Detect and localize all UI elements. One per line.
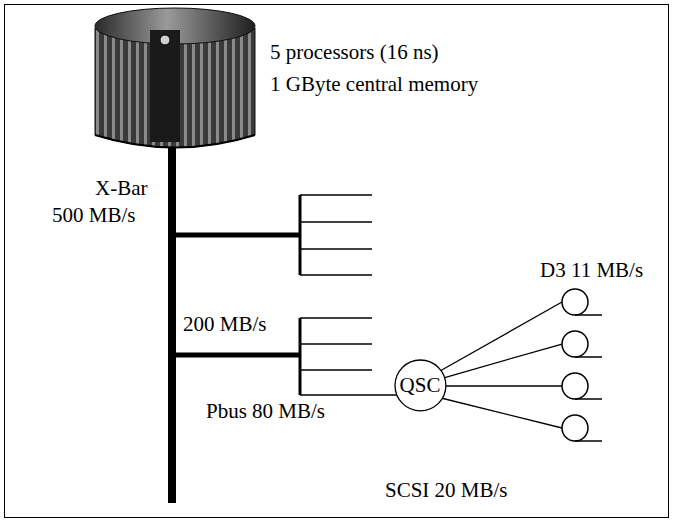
bus-wiring [172, 148, 397, 503]
comb-tooth [300, 317, 372, 319]
frame [5, 5, 669, 518]
node-label: QSC [400, 373, 441, 397]
comb-tooth [300, 248, 372, 250]
memory-note: 1 GByte central memory [270, 72, 478, 96]
comb-tooth [300, 194, 372, 196]
tape-drive-symbol [562, 415, 588, 441]
tape-tail [575, 440, 602, 442]
tape-tail [575, 356, 602, 358]
scsi-line [440, 302, 562, 371]
comb-tooth [300, 369, 372, 371]
tape-drive-symbol [562, 373, 588, 399]
bus-bandwidth-label: Pbus 80 MB/s [206, 399, 325, 423]
scsi-line [441, 398, 562, 428]
scsi-line [443, 344, 562, 378]
comb-tooth [300, 221, 372, 223]
cabinet-body [95, 28, 255, 148]
scsi-line [445, 385, 562, 386]
bandwidth-label: 500 MB/s [52, 203, 135, 227]
bandwidth-label: 200 MB/s [183, 312, 266, 336]
tape-tail [575, 314, 602, 316]
tape-drive-symbol [562, 289, 588, 315]
tape-tail [575, 398, 602, 400]
bus-name: X-Bar [95, 176, 147, 200]
node-outline [395, 360, 446, 411]
comb-tooth [300, 274, 372, 276]
channel-bandwidth-label: SCSI 20 MB/s [385, 478, 508, 502]
controller-circle: QSC [394, 359, 447, 412]
drive-bandwidth-label: D3 11 MB/s [540, 258, 643, 282]
comb-spine [299, 318, 302, 395]
tape-drives [562, 289, 602, 441]
branch-bus [172, 233, 300, 238]
xbar-bus [168, 148, 176, 503]
pbus-line [300, 394, 397, 396]
computer-cabinet [95, 8, 255, 148]
comb-tooth [300, 343, 372, 345]
comb-spine [299, 195, 302, 275]
processor-note: 5 processors (16 ns) [270, 40, 439, 64]
cabinet-logo [160, 35, 170, 45]
tape-drive-symbol [562, 331, 588, 357]
tape-wiring [440, 302, 562, 428]
cabinet-door [150, 30, 180, 142]
branch-bus [172, 353, 300, 358]
